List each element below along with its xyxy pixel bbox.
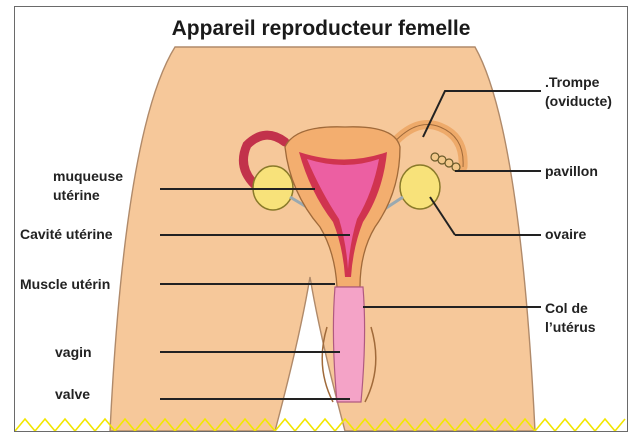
label-trompe-line2: (oviducte) xyxy=(545,92,612,111)
body-silhouette xyxy=(110,47,535,431)
label-ovaire: ovaire xyxy=(545,225,586,244)
reproductive-diagram xyxy=(15,7,627,431)
label-valve: valve xyxy=(55,385,90,404)
figure-frame: Appareil reproducteur femelle muqueuse u… xyxy=(14,6,628,432)
label-col: Col de l’utérus xyxy=(545,299,596,337)
label-pavillon: pavillon xyxy=(545,162,598,181)
label-col-line1: Col de xyxy=(545,299,596,318)
label-muqueuse-line2: utérine xyxy=(53,186,123,205)
label-col-line2: l’utérus xyxy=(545,318,596,337)
label-trompe: .Trompe (oviducte) xyxy=(545,73,612,111)
label-trompe-line1: .Trompe xyxy=(545,73,612,92)
label-muqueuse-line1: muqueuse xyxy=(53,167,123,186)
label-cavite: Cavité utérine xyxy=(20,225,113,244)
label-muqueuse: muqueuse utérine xyxy=(53,167,123,205)
vagina xyxy=(333,287,364,402)
label-vagin: vagin xyxy=(55,343,92,362)
diagram-title: Appareil reproducteur femelle xyxy=(15,17,627,41)
label-muscle: Muscle utérin xyxy=(20,275,110,294)
